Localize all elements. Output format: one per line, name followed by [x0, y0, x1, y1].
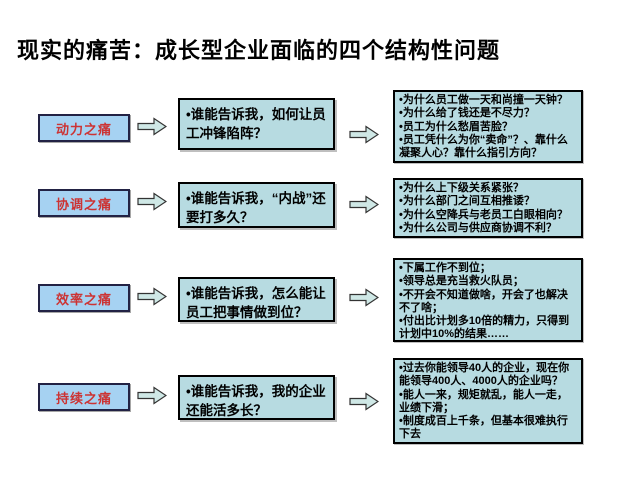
- right-arrow-icon: [349, 195, 379, 214]
- bullet-item: •不开会不知道做啥，开会了也解决不了啥；: [399, 288, 568, 314]
- bullet-item: •为什么员工做一天和尚撞一天钟？: [399, 94, 568, 106]
- right-arrow-icon: [349, 125, 379, 144]
- pain-label-coordination: 协调之痛: [38, 189, 130, 217]
- detail-box-efficiency: •下属工作不到位； •领导总是充当救火队员； •不开会不知道做啥，开会了也解决不…: [393, 258, 583, 342]
- bullet-item: •为什么部门之间互相推诿？: [399, 195, 535, 208]
- question-text: •谁能告诉我，如何让员工冲锋陷阵？: [186, 107, 326, 142]
- right-arrow-icon: [137, 287, 167, 306]
- right-arrow-icon: [137, 192, 167, 211]
- bullet-item: •员工为什么愁眉苦脸？: [399, 120, 513, 133]
- detail-box-motivation: •为什么员工做一天和尚撞一天钟？ •为什么给了钱还是不尽力？ •员工为什么愁眉苦…: [393, 90, 583, 163]
- right-arrow-icon: [137, 117, 167, 136]
- question-text: •谁能告诉我，“内战”还要打多久？: [186, 191, 326, 226]
- pain-label-motivation: 动力之痛: [38, 114, 130, 142]
- question-box-motivation: •谁能告诉我，如何让员工冲锋陷阵？: [178, 98, 335, 150]
- bullet-item: •能人一来，规矩就乱，能人一走，业绩下滑；: [399, 388, 568, 414]
- right-arrow-icon: [349, 288, 379, 307]
- slide-title: 现实的痛苦：成长型企业面临的四个结构性问题: [17, 38, 501, 63]
- bullet-item: •过去你能领导40人的企业，现在你能领导400人、4000人的企业吗？: [399, 362, 570, 388]
- question-box-sustainability: •谁能告诉我，我的企业还能活多长？: [178, 375, 335, 420]
- right-arrow-icon: [349, 392, 379, 411]
- bullet-item: •制度成百上千条，但基本很难执行下去: [399, 415, 568, 441]
- bullet-item: •领导总是充当救火队员；: [399, 275, 524, 288]
- detail-box-sustainability: •过去你能领导40人的企业，现在你能领导400人、4000人的企业吗？ •能人一…: [393, 358, 583, 444]
- question-box-coordination: •谁能告诉我，“内战”还要打多久？: [178, 182, 335, 228]
- detail-box-coordination: •为什么上下级关系紧张？ •为什么部门之间互相推诿？ •为什么空降兵与老员工白眼…: [393, 178, 583, 238]
- pain-label-sustainability: 持续之痛: [38, 383, 130, 411]
- right-arrow-icon: [137, 386, 167, 405]
- bullet-item: •员工凭什么为你“卖命”？、靠什么凝聚人心？靠什么指引方向？: [399, 133, 568, 160]
- question-text: •谁能告诉我，怎么能让员工把事情做到位？: [186, 286, 326, 321]
- bullet-item: •为什么公司与供应商协调不利？: [399, 221, 557, 234]
- question-box-efficiency: •谁能告诉我，怎么能让员工把事情做到位？: [178, 277, 335, 322]
- pain-label-efficiency: 效率之痛: [38, 284, 130, 312]
- bullet-item: •为什么空降兵与老员工白眼相向？: [399, 208, 568, 221]
- bullet-item: •付出比计划多10倍的精力，只得到计划中10%的结果……: [399, 315, 570, 341]
- bullet-item: •下属工作不到位；: [399, 262, 491, 274]
- question-text: •谁能告诉我，我的企业还能活多长？: [186, 384, 326, 419]
- bullet-item: •为什么上下级关系紧张？: [399, 182, 524, 194]
- bullet-item: •为什么给了钱还是不尽力？: [399, 107, 535, 120]
